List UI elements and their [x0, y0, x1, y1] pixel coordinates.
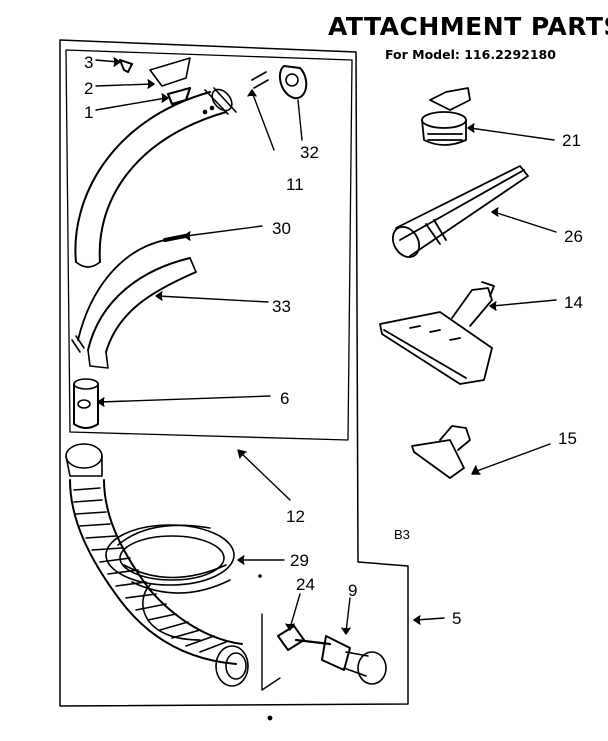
label-part-21: 21 [562, 131, 581, 150]
label-part-14: 14 [564, 293, 583, 312]
label-part-24: 24 [296, 575, 315, 594]
small-parts-top [119, 57, 308, 106]
section-code: B3 [394, 527, 410, 542]
assembly-12-boundary [65, 49, 353, 441]
label-part-3: 3 [84, 53, 94, 72]
hose-end-parts [261, 613, 387, 691]
label-part-12: 12 [286, 507, 305, 526]
tool-26-part [391, 165, 529, 258]
diagram-title: ATTACHMENT PARTS [328, 12, 608, 41]
label-part-30: 30 [272, 219, 291, 238]
model-number: For Model: 116.2292180 [385, 47, 556, 62]
cord-part [71, 234, 187, 353]
label-part-1: 1 [84, 103, 94, 122]
label-part-33: 33 [272, 297, 291, 316]
label-part-15: 15 [558, 429, 577, 448]
speck [258, 574, 262, 578]
hose-part [65, 443, 249, 687]
label-part-5: 5 [452, 609, 462, 628]
label-part-2: 2 [84, 79, 94, 98]
label-part-29: 29 [290, 551, 309, 570]
coupling-part [73, 378, 99, 429]
lower-wand-part [87, 257, 197, 369]
assembly-5-boundary [59, 39, 409, 707]
wand-tube-part [74, 87, 237, 268]
label-part-9: 9 [348, 581, 358, 600]
tool-14-part [379, 281, 495, 385]
label-part-11: 11 [286, 175, 304, 194]
label-part-26: 26 [564, 227, 583, 246]
speck [267, 715, 273, 721]
label-part-32: 32 [300, 143, 319, 162]
tool-21-part [421, 87, 471, 146]
leader-lines [95, 57, 557, 635]
tool-15-part [411, 425, 471, 479]
label-part-6: 6 [280, 389, 290, 408]
